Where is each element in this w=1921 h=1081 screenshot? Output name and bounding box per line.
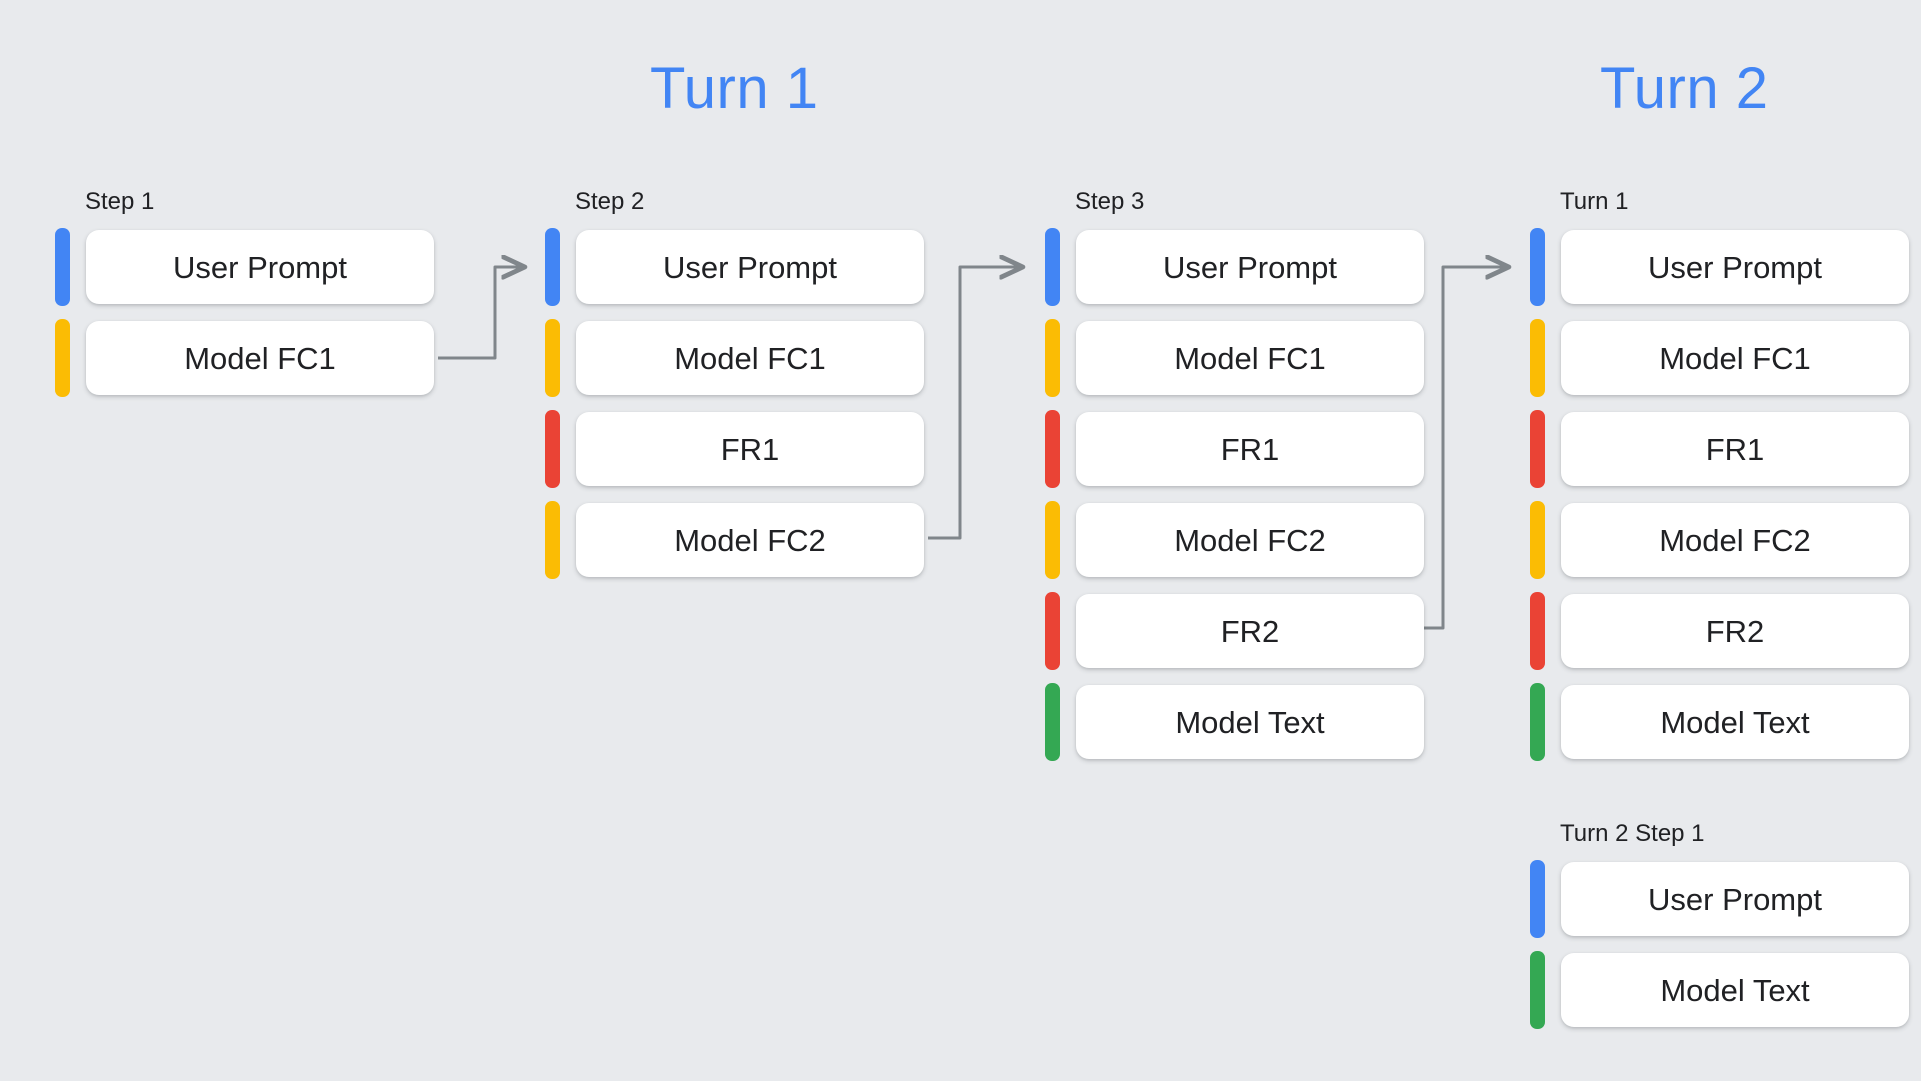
card-label: FR1 [1705,431,1765,467]
column-step-1: Step 1 User Prompt Model FC1 [55,190,434,410]
card-label: FR2 [1705,613,1765,649]
row-user-prompt[interactable]: User Prompt [1045,228,1424,306]
status-bar-yellow [1045,501,1060,579]
row-fr1[interactable]: FR1 [1530,410,1909,488]
status-bar-red [1530,592,1545,670]
card-label: FR2 [1220,613,1280,649]
card-label: Model Text [1660,704,1810,740]
column-label-step-3: Step 3 [1075,188,1145,215]
connector-step2-to-step3 [928,267,1022,540]
card-model-fc1[interactable]: Model FC1 [576,321,924,395]
status-bar-red [545,410,560,488]
row-model-text[interactable]: Model Text [1530,683,1909,761]
status-bar-yellow [1530,319,1545,397]
column-label-step-2: Step 2 [575,188,645,215]
card-label: Model Text [1660,972,1810,1008]
card-model-fc2[interactable]: Model FC2 [576,503,924,577]
status-bar-blue [545,228,560,306]
row-fr1[interactable]: FR1 [1045,410,1424,488]
row-model-fc1[interactable]: Model FC1 [1045,319,1424,397]
card-label: User Prompt [1648,881,1822,917]
status-bar-green [1530,951,1545,1029]
column-label-step-1: Step 1 [85,188,155,215]
card-label: Model Text [1175,704,1325,740]
card-label: Model FC2 [674,522,826,558]
connector-step3-to-turn1 [1418,267,1508,630]
row-user-prompt[interactable]: User Prompt [55,228,434,306]
card-user-prompt[interactable]: User Prompt [1561,230,1909,304]
row-fr1[interactable]: FR1 [545,410,924,488]
row-user-prompt[interactable]: User Prompt [1530,228,1909,306]
status-bar-green [1045,683,1060,761]
card-label: FR1 [1220,431,1280,467]
card-model-fc1[interactable]: Model FC1 [1561,321,1909,395]
column-turn-1-summary: Turn 1 User Prompt Model FC1 FR1 Model F… [1530,190,1909,774]
row-model-fc2[interactable]: Model FC2 [545,501,924,579]
row-model-fc1[interactable]: Model FC1 [1530,319,1909,397]
connector-step1-to-step2 [438,267,524,360]
card-fr1[interactable]: FR1 [1076,412,1424,486]
row-fr2[interactable]: FR2 [1045,592,1424,670]
card-user-prompt[interactable]: User Prompt [1561,862,1909,936]
card-fr2[interactable]: FR2 [1076,594,1424,668]
status-bar-green [1530,683,1545,761]
card-label: Model FC1 [1174,340,1326,376]
status-bar-red [1530,410,1545,488]
status-bar-yellow [1530,501,1545,579]
column-label-turn-1: Turn 1 [1560,188,1629,215]
status-bar-blue [1045,228,1060,306]
status-bar-blue [1530,228,1545,306]
card-model-text[interactable]: Model Text [1076,685,1424,759]
card-user-prompt[interactable]: User Prompt [86,230,434,304]
card-fr1[interactable]: FR1 [1561,412,1909,486]
card-fr2[interactable]: FR2 [1561,594,1909,668]
card-model-fc2[interactable]: Model FC2 [1561,503,1909,577]
column-turn-2-step-1: Turn 2 Step 1 User Prompt Model Text [1530,822,1909,1042]
status-bar-blue [55,228,70,306]
card-fr1[interactable]: FR1 [576,412,924,486]
status-bar-yellow [55,319,70,397]
row-user-prompt[interactable]: User Prompt [545,228,924,306]
status-bar-blue [1530,860,1545,938]
row-model-fc1[interactable]: Model FC1 [545,319,924,397]
row-user-prompt[interactable]: User Prompt [1530,860,1909,938]
status-bar-red [1045,410,1060,488]
card-model-fc2[interactable]: Model FC2 [1076,503,1424,577]
card-user-prompt[interactable]: User Prompt [576,230,924,304]
status-bar-yellow [545,501,560,579]
card-label: User Prompt [173,249,347,285]
column-step-3: Step 3 User Prompt Model FC1 FR1 Model F… [1045,190,1424,774]
status-bar-yellow [1045,319,1060,397]
card-model-text[interactable]: Model Text [1561,953,1909,1027]
row-model-text[interactable]: Model Text [1530,951,1909,1029]
card-label: Model FC1 [184,340,336,376]
card-label: User Prompt [1163,249,1337,285]
row-model-text[interactable]: Model Text [1045,683,1424,761]
card-label: Model FC1 [1659,340,1811,376]
turn-1-title: Turn 1 [650,56,819,121]
row-fr2[interactable]: FR2 [1530,592,1909,670]
card-model-text[interactable]: Model Text [1561,685,1909,759]
column-label-turn-2-step-1: Turn 2 Step 1 [1560,820,1705,847]
card-label: User Prompt [663,249,837,285]
row-model-fc2[interactable]: Model FC2 [1045,501,1424,579]
column-step-2: Step 2 User Prompt Model FC1 FR1 Model F… [545,190,924,592]
card-label: Model FC1 [674,340,826,376]
card-user-prompt[interactable]: User Prompt [1076,230,1424,304]
card-label: User Prompt [1648,249,1822,285]
card-label: Model FC2 [1659,522,1811,558]
row-model-fc1[interactable]: Model FC1 [55,319,434,397]
card-model-fc1[interactable]: Model FC1 [1076,321,1424,395]
turn-2-title: Turn 2 [1600,56,1769,121]
card-model-fc1[interactable]: Model FC1 [86,321,434,395]
status-bar-yellow [545,319,560,397]
row-model-fc2[interactable]: Model FC2 [1530,501,1909,579]
card-label: FR1 [720,431,780,467]
card-label: Model FC2 [1174,522,1326,558]
status-bar-red [1045,592,1060,670]
